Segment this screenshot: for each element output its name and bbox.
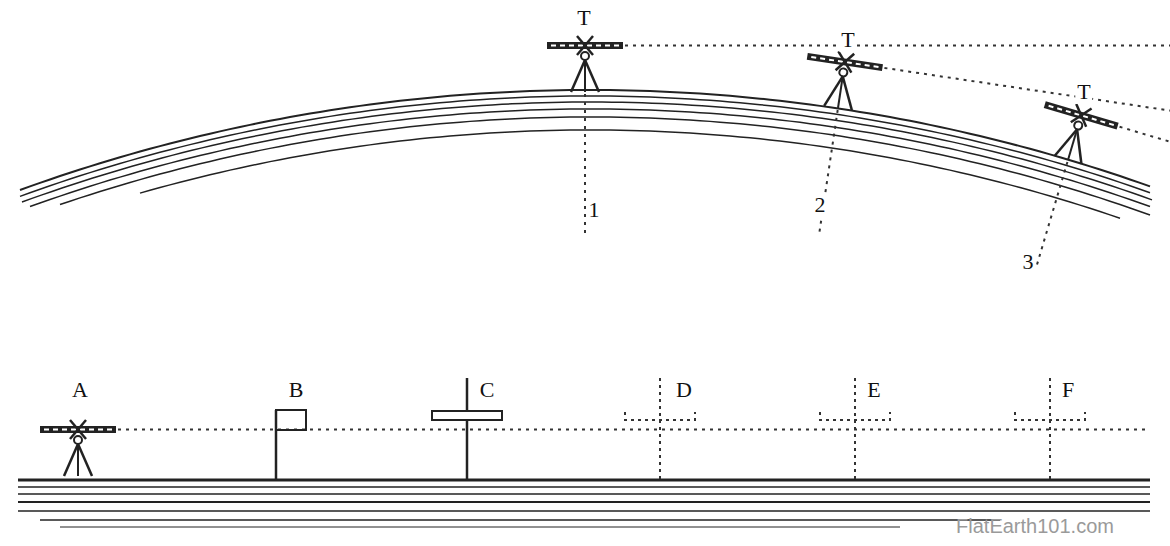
callout-number: 1 bbox=[587, 198, 602, 222]
station-letter: A bbox=[70, 378, 90, 402]
cross-c bbox=[432, 378, 502, 480]
earth-band bbox=[140, 130, 1120, 218]
flag-b bbox=[276, 410, 306, 480]
watermark: FlatEarth101.com bbox=[954, 515, 1116, 537]
earth-band bbox=[60, 117, 1150, 215]
sight-line bbox=[1120, 127, 1170, 155]
callout-number: 3 bbox=[1021, 250, 1036, 274]
station-letter: F bbox=[1060, 378, 1076, 402]
earth-band bbox=[30, 109, 1150, 207]
theodolite-a bbox=[40, 420, 116, 476]
callout-number: 2 bbox=[813, 193, 828, 217]
station-letter: D bbox=[674, 378, 694, 402]
radial-line bbox=[1036, 162, 1067, 267]
instrument-letter: T bbox=[1075, 80, 1092, 104]
instrument-letter: T bbox=[575, 6, 592, 30]
theodolite-3 bbox=[1000, 96, 1170, 308]
theodolite-2 bbox=[782, 47, 1170, 282]
cross-d bbox=[625, 378, 695, 480]
sight-line bbox=[884, 68, 1170, 112]
station-letter: C bbox=[478, 378, 497, 402]
level-sight-line bbox=[118, 429, 1150, 431]
cross-e bbox=[820, 378, 890, 480]
cross-f bbox=[1015, 378, 1085, 480]
instrument-letter: T bbox=[839, 28, 856, 52]
theodolite-1 bbox=[547, 36, 1170, 234]
station-letter: E bbox=[865, 378, 882, 402]
station-letter: B bbox=[287, 378, 306, 402]
sight-line bbox=[625, 45, 1170, 47]
